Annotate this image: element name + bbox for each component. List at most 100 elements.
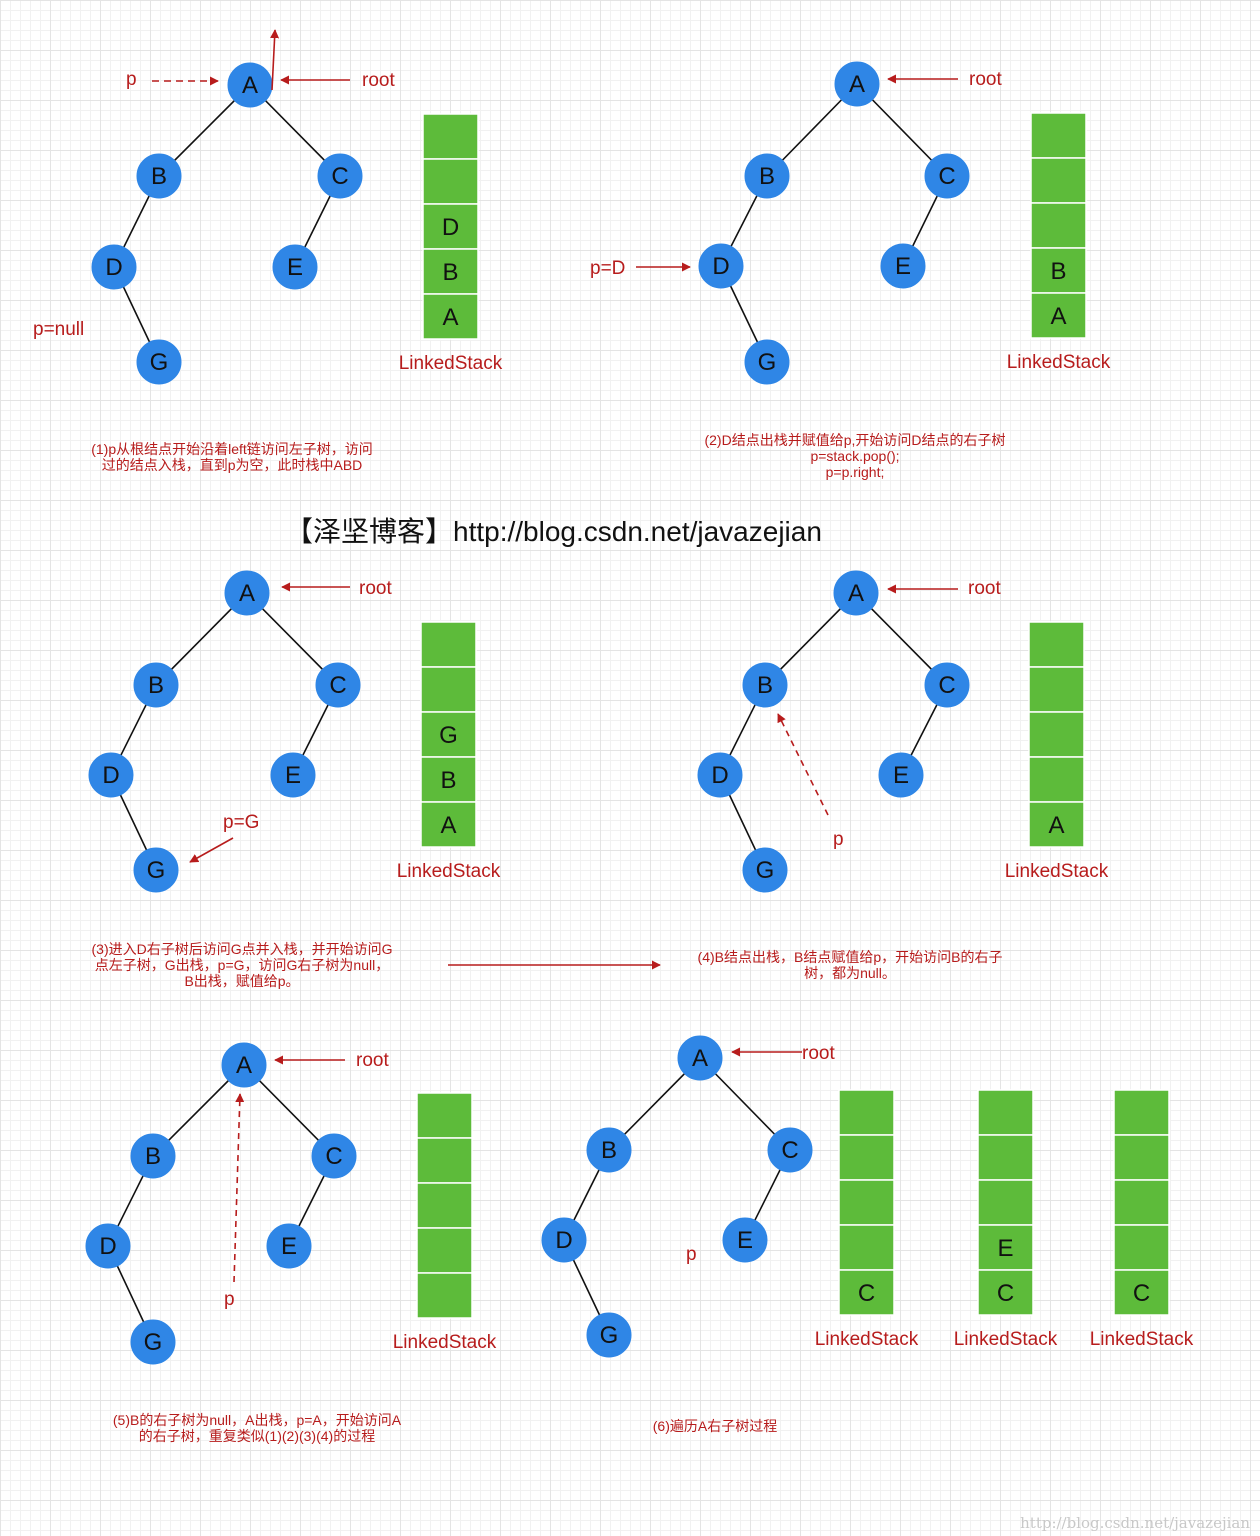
p1-stack-slot-5: A [422,293,479,340]
p2-node-e-circle [880,243,926,289]
p3-node-c: C [315,662,361,708]
p5-root-label: root [356,1050,389,1071]
p5-node-c-label: C [325,1143,342,1170]
p2-stack-slot-1 [1030,112,1087,159]
p1-stack-slot-4-value: B [442,259,458,286]
p4-stack-slot-3-box [1028,711,1085,758]
p2-node-d-circle [698,243,744,289]
p6-node-e-label: E [737,1227,753,1254]
p1-p-label: p [126,69,137,90]
p1-node-d-label: D [105,254,122,281]
p2-node-b-label: B [759,163,775,190]
p6-node-b-circle [586,1127,632,1173]
p1-stack-slot-3-value: D [442,214,459,241]
p3-stack-slot-5: A [420,801,477,848]
p6-node-b-label: B [601,1137,617,1164]
p3-node-b: B [133,662,179,708]
p2-node-a-circle [834,61,880,107]
p1-node-e: E [272,244,318,290]
p1-stack-slot-4: B [422,248,479,295]
p2-node-e: E [880,243,926,289]
p4-stack-slot-1-box [1028,621,1085,668]
p6-stack-2-slot-2-box [977,1134,1034,1181]
p6-stack-3-slot-5: C [1113,1269,1170,1316]
p6-stack-3-slot-3 [1113,1179,1170,1226]
p3-stack-slot-1-box [420,621,477,668]
p5-stack-label: LinkedStack [393,1332,497,1353]
p4-stack-slot-3 [1028,711,1085,758]
p3-p-arrow [189,837,234,863]
p6-node-g-label: G [600,1322,619,1349]
p6-stack-2-slot-5-value: C [997,1280,1014,1307]
p2-stack-slot-3 [1030,202,1087,249]
p4-node-b-label: B [757,672,773,699]
p2-node-e-label: E [895,253,911,280]
p2-stack-label: LinkedStack [1007,352,1111,373]
p6-node-a-circle [677,1035,723,1081]
p2-stack-slot-4-value: B [1050,258,1066,285]
p3-node-d-label: D [102,762,119,789]
p1-stack-slot-5-box [422,293,479,340]
p4-stack-slot-2 [1028,666,1085,713]
p5-stack-slot-1-box [416,1092,473,1139]
p3-node-g: G [133,847,179,893]
p1-up-arrow [270,29,280,91]
p3-node-a-circle [224,570,270,616]
p3-node-g-circle [133,847,179,893]
p5-stack-slot-2-box [416,1137,473,1184]
p6-stack-2-slot-5: C [977,1269,1034,1316]
p6-stack-1-slot-1 [838,1089,895,1136]
p5-node-c-circle [311,1133,357,1179]
caption-step-5: (5)B的右子树为null，A出栈，p=A，开始访问A 的右子树，重复类似(1)… [112,1412,402,1444]
p4-node-a-circle [833,570,879,616]
p5-p-label: p [224,1289,235,1310]
p1-pnull-label: p=null [33,319,84,340]
p2-node-c-circle [924,153,970,199]
caption-step-1: (1)p从根结点开始沿着left链访问左子树，访问 过的结点入栈，直到p为空，此… [91,441,373,473]
p6-stack-3-slot-5-box [1113,1269,1170,1316]
p2-node-d-label: D [712,253,729,280]
p1-node-g: G [136,339,182,385]
p1-node-g-label: G [150,349,169,376]
p5-node-a-label: A [236,1052,252,1079]
p3-stack-slot-3-box [420,711,477,758]
p6-node-g-circle [586,1312,632,1358]
p4-node-g: G [742,847,788,893]
p5-node-d-circle [85,1223,131,1269]
p6-stack-1: C LinkedStack [815,1089,919,1350]
p2-stack-slot-2 [1030,157,1087,204]
p1-node-c-circle [317,153,363,199]
p2-stack-slot-2-box [1030,157,1087,204]
p6-stack-2-label: LinkedStack [954,1329,1058,1350]
p4-node-d: D [697,752,743,798]
p6-stack-3-slot-5-value: C [1133,1280,1150,1307]
p4-stack-slot-2-box [1028,666,1085,713]
p2-node-g: G [744,339,790,385]
p6-node-c-label: C [781,1137,798,1164]
p5-stack-slot-3-box [416,1182,473,1229]
p6-stack-1-slot-4-box [838,1224,895,1271]
p6-node-d: D [541,1217,587,1263]
p6-stack-1-slot-5-value: C [858,1280,875,1307]
p1-stack-slot-1 [422,113,479,160]
p5-node-b: B [130,1133,176,1179]
p5-node-e: E [266,1223,312,1269]
p1-stack-slot-2 [422,158,479,205]
caption-step-4: (4)B结点出栈，B结点赋值给p，开始访问B的右子 树，都为null。 [697,949,1003,981]
p5-node-c: C [311,1133,357,1179]
p2-node-d: D [698,243,744,289]
p6-stack-1-label: LinkedStack [815,1329,919,1350]
p1-node-c: C [317,153,363,199]
p1-node-b-label: B [151,163,167,190]
p5-stack-slot-5-box [416,1272,473,1319]
p5-node-e-circle [266,1223,312,1269]
p5-node-b-label: B [145,1143,161,1170]
p5-node-g-circle [130,1319,176,1365]
p4-stack-slot-4 [1028,756,1085,803]
p4-node-b: B [742,662,788,708]
p3-p-label: p=G [223,812,259,833]
p1-node-b-circle [136,153,182,199]
